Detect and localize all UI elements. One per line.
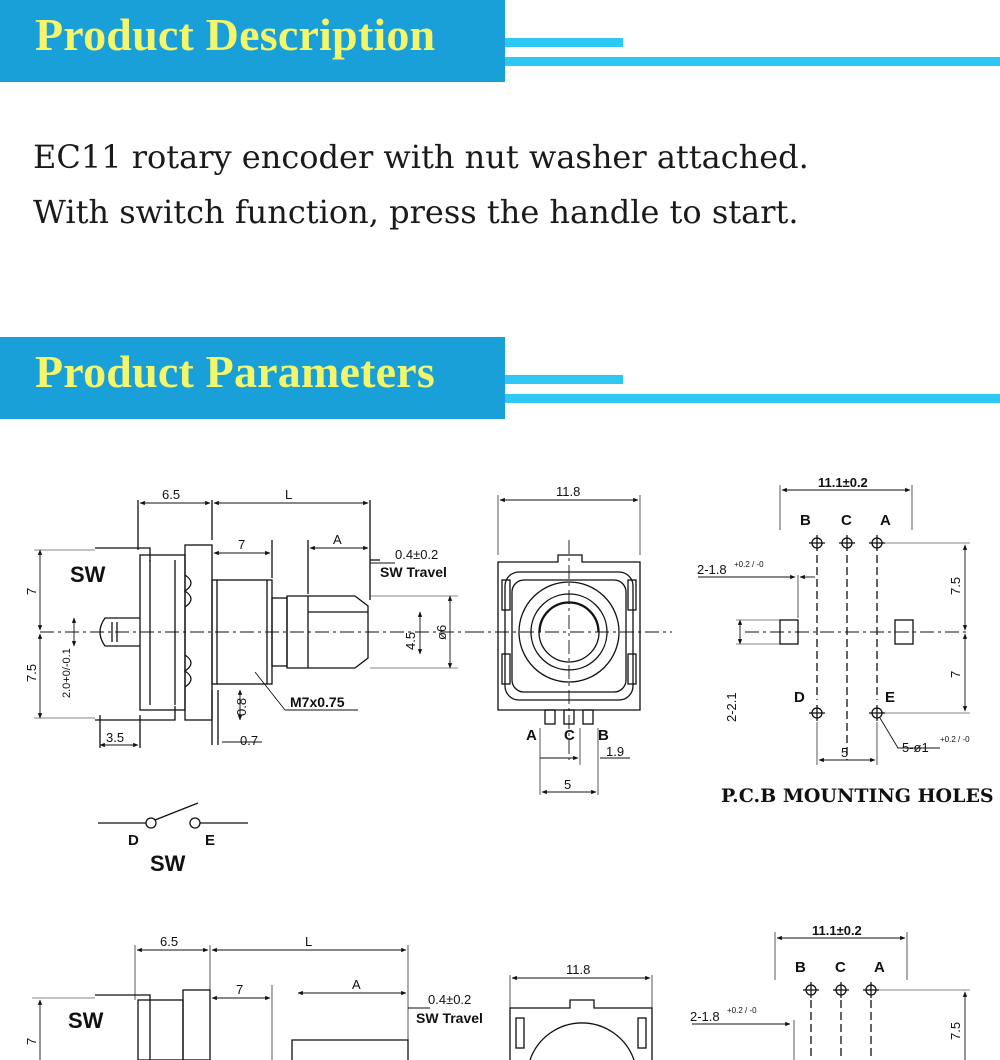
dim-label: 5 bbox=[564, 777, 571, 792]
section-title-parameters: Product Parameters bbox=[35, 346, 435, 397]
dim-label: 3.5 bbox=[106, 730, 124, 745]
dim-label: 7.5 bbox=[948, 1022, 963, 1040]
dim-label: 2-1.8 bbox=[690, 1009, 720, 1024]
dim-label: 2-2.1 bbox=[724, 692, 739, 722]
pin-label: A bbox=[880, 512, 891, 529]
pin-label: B bbox=[795, 959, 806, 976]
sw-travel-label: SW Travel bbox=[416, 1010, 483, 1026]
dim-label: 0.4±0.2 bbox=[428, 992, 471, 1007]
pin-label: A bbox=[874, 959, 885, 976]
dim-label: 11.1±0.2 bbox=[818, 475, 868, 490]
parameters-banner: Product Parameters bbox=[0, 337, 505, 419]
pin-label: C bbox=[835, 959, 846, 976]
dim-label: 5-ø1 bbox=[902, 740, 929, 755]
switch-terminal-d: D bbox=[128, 832, 139, 849]
pin-label: B bbox=[598, 727, 609, 744]
sw-label: SW bbox=[70, 562, 106, 587]
pin-label: D bbox=[794, 689, 805, 706]
product-description: EC11 rotary encoder with nut washer atta… bbox=[33, 130, 809, 240]
dim-label: +0.2 / -0 bbox=[940, 735, 970, 744]
dim-label: 4.5 bbox=[403, 632, 418, 650]
dim-label: +0.2 / -0 bbox=[727, 1006, 757, 1015]
description-banner: Product Description bbox=[0, 0, 505, 82]
dim-label: 6.5 bbox=[162, 487, 180, 502]
pin-label: A bbox=[526, 727, 537, 744]
dim-label: 7.5 bbox=[948, 577, 963, 595]
dim-label: 11.8 bbox=[556, 484, 580, 499]
dim-label: A bbox=[333, 532, 342, 547]
side-view bbox=[34, 500, 470, 748]
dim-label: 6.5 bbox=[160, 934, 178, 949]
dim-label: 0.4±0.2 bbox=[395, 547, 438, 562]
dim-label: 11.1±0.2 bbox=[812, 923, 862, 938]
banner-stripe bbox=[505, 375, 623, 384]
dim-label: 5 bbox=[841, 745, 848, 760]
section-title-description: Product Description bbox=[35, 9, 436, 60]
dim-label: 0.7 bbox=[240, 733, 258, 748]
sw-label: SW bbox=[68, 1008, 104, 1033]
switch-terminal-e: E bbox=[205, 832, 215, 849]
dim-label: 1.9 bbox=[606, 744, 624, 759]
switch-symbol bbox=[98, 802, 248, 829]
pin-label: C bbox=[841, 512, 852, 529]
dim-label: L bbox=[285, 487, 292, 502]
dim-label: 2-1.8 bbox=[697, 562, 727, 577]
dim-label: 11.8 bbox=[566, 962, 590, 977]
description-line: With switch function, press the handle t… bbox=[33, 193, 799, 231]
pcb-layout bbox=[698, 485, 970, 765]
dim-label: 7 bbox=[948, 671, 963, 678]
dim-label: 7 bbox=[238, 537, 245, 552]
switch-label: SW bbox=[150, 851, 186, 876]
dim-label: 7 bbox=[24, 1038, 39, 1045]
front-view bbox=[470, 495, 672, 795]
dim-label: 2.0+0/-0.1 bbox=[61, 648, 73, 698]
banner-stripe bbox=[505, 38, 623, 47]
banner-stripe bbox=[505, 394, 1000, 403]
pin-label: E bbox=[885, 689, 895, 706]
repeat-drawing bbox=[32, 932, 970, 1060]
dim-label: 7 bbox=[24, 588, 39, 595]
pin-label: C bbox=[564, 727, 575, 744]
dim-label: ø6 bbox=[434, 625, 449, 640]
dim-label: 7 bbox=[236, 982, 243, 997]
description-line: EC11 rotary encoder with nut washer atta… bbox=[33, 138, 809, 176]
pcb-caption: P.C.B MOUNTING HOLES DEEAIL bbox=[721, 785, 1000, 807]
dim-label: A bbox=[352, 977, 361, 992]
sw-travel-label: SW Travel bbox=[380, 564, 447, 580]
banner-stripe bbox=[505, 57, 1000, 66]
pin-label: B bbox=[800, 512, 811, 529]
dim-label: L bbox=[305, 934, 312, 949]
dim-label: +0.2 / -0 bbox=[734, 560, 764, 569]
dim-label: 0.8 bbox=[234, 698, 249, 716]
dim-label: 7.5 bbox=[24, 664, 39, 682]
thread-label: M7x0.75 bbox=[290, 694, 345, 710]
